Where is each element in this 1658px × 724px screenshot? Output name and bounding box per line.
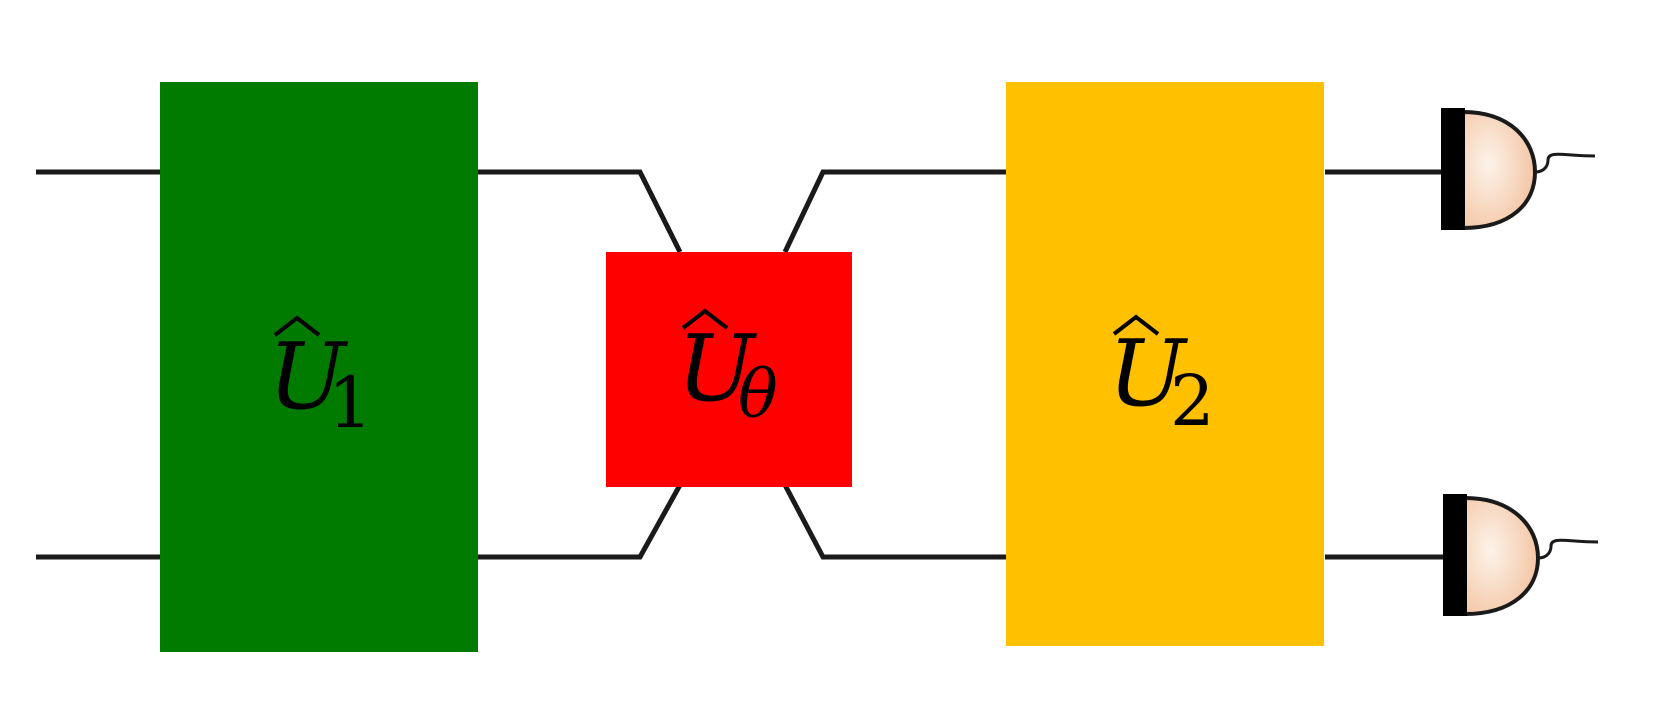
wire-top-u1-to-utheta — [478, 169, 683, 254]
detector-top-cable — [1534, 152, 1596, 174]
detector-bottom-plate — [1443, 494, 1467, 616]
wire-top-utheta-to-u2 — [782, 169, 1006, 254]
wire-bottom-utheta-to-u2 — [782, 483, 1006, 560]
gate-u1-box — [160, 82, 478, 652]
gate-u2: U 2 — [1006, 82, 1324, 646]
detector-top-body — [1461, 109, 1538, 231]
detector-bottom-cable — [1537, 538, 1599, 560]
wire-bottom-u1-to-utheta — [478, 483, 683, 560]
gate-u2-box — [1006, 82, 1324, 646]
detector-top — [1441, 108, 1596, 231]
wires — [36, 169, 1448, 560]
detector-bottom-body — [1463, 495, 1541, 617]
gate-u2-hat — [1112, 314, 1160, 336]
gate-utheta-box — [606, 252, 852, 487]
gate-u1-subscript: 1 — [328, 362, 373, 444]
gate-u2-subscript: 2 — [1170, 360, 1215, 442]
gate-utheta: U θ — [606, 252, 852, 487]
gate-u2-symbol: U — [1108, 320, 1189, 427]
gate-utheta-symbol: U — [677, 315, 758, 422]
gate-u1-symbol: U — [268, 323, 349, 430]
gate-utheta-subscript: θ — [738, 356, 778, 433]
gate-u1: U 1 — [160, 82, 478, 652]
gate-u1-hat — [273, 315, 321, 337]
gate-utheta-hat — [681, 308, 729, 330]
detector-bottom — [1443, 494, 1599, 617]
detector-top-plate — [1441, 108, 1465, 230]
